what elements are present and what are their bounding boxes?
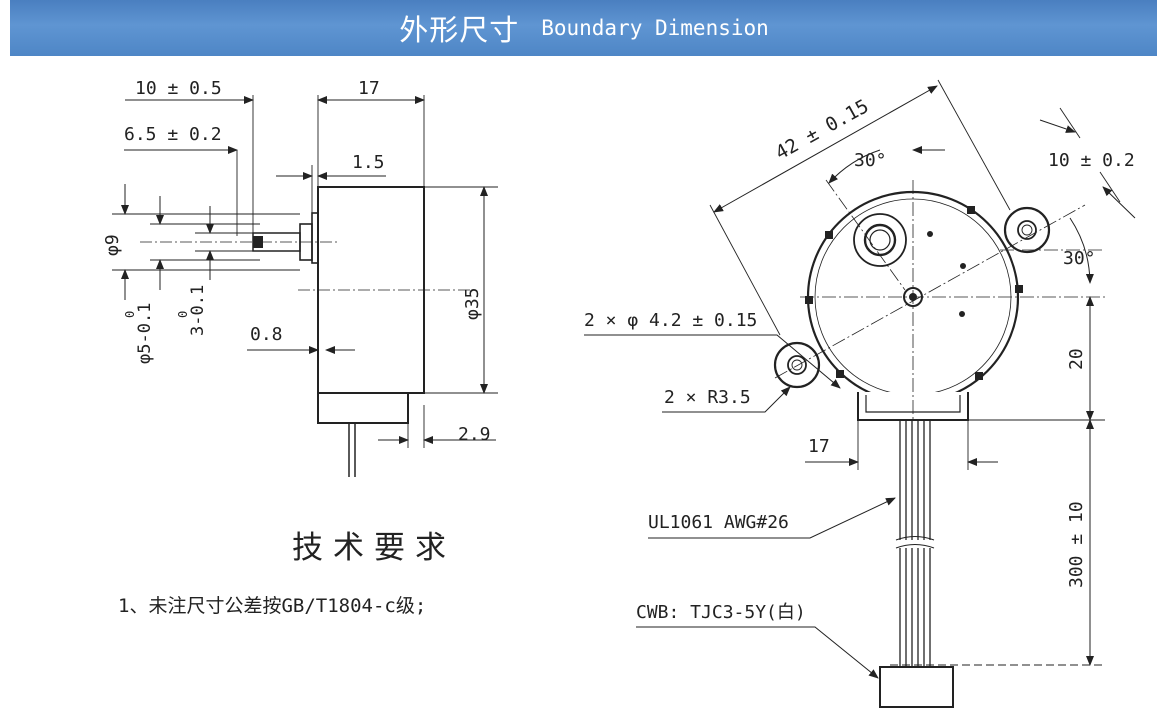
title-chinese: 外形尺寸 bbox=[399, 13, 520, 47]
dim-shaft-length: 10 ± 0.5 bbox=[135, 78, 222, 99]
dim-holes: 2 × φ 4.2 ± 0.15 bbox=[584, 310, 757, 331]
front-view bbox=[584, 79, 1136, 708]
dim-height-20: 20 bbox=[1066, 348, 1087, 370]
label-wire-spec: UL1061 AWG#26 bbox=[648, 512, 789, 533]
shaft-boss bbox=[853, 213, 907, 267]
dim-flat-d3: 3-0.1 bbox=[188, 285, 208, 336]
title-english: Boundary Dimension bbox=[541, 16, 769, 40]
dim-shaft-d5-tol: 0 bbox=[123, 311, 137, 318]
connector-housing bbox=[879, 666, 954, 708]
mount-ear-left bbox=[773, 341, 821, 389]
dim-flat-length: 6.5 ± 0.2 bbox=[124, 124, 222, 145]
dim-outlet-width: 17 bbox=[808, 436, 830, 457]
notes-title: 技术要求 bbox=[292, 530, 456, 566]
dim-body-depth: 17 bbox=[358, 78, 380, 99]
dim-angle-right: 30° bbox=[1063, 248, 1096, 269]
dim-angle-top: 30° bbox=[854, 150, 887, 171]
wire-cap-side bbox=[317, 392, 409, 424]
label-connector: CWB: TJC3-5Y(白) bbox=[636, 602, 806, 623]
dim-plate: 0.8 bbox=[250, 324, 283, 345]
dim-lead-length: 300 ± 10 bbox=[1066, 501, 1087, 588]
dim-flange: 1.5 bbox=[352, 152, 385, 173]
mount-ear-right bbox=[1003, 206, 1051, 254]
dim-shaft-d5: φ5-0.1 bbox=[135, 303, 155, 364]
dim-flat-d3-tol: 0 bbox=[176, 311, 190, 318]
dim-ear-offset: 10 ± 0.2 bbox=[1048, 150, 1135, 171]
dim-body-dia: φ35 bbox=[462, 287, 483, 320]
dim-ear-radius: 2 × R3.5 bbox=[664, 387, 751, 408]
notes-item-1: 1、未注尺寸公差按GB/T1804-c级; bbox=[118, 595, 426, 617]
side-view bbox=[112, 95, 498, 477]
dim-shaft-dia: φ9 bbox=[102, 234, 123, 256]
header-banner: 外形尺寸 Boundary Dimension bbox=[10, 0, 1157, 56]
lead-wires bbox=[899, 420, 931, 667]
dim-cap: 2.9 bbox=[458, 424, 491, 445]
